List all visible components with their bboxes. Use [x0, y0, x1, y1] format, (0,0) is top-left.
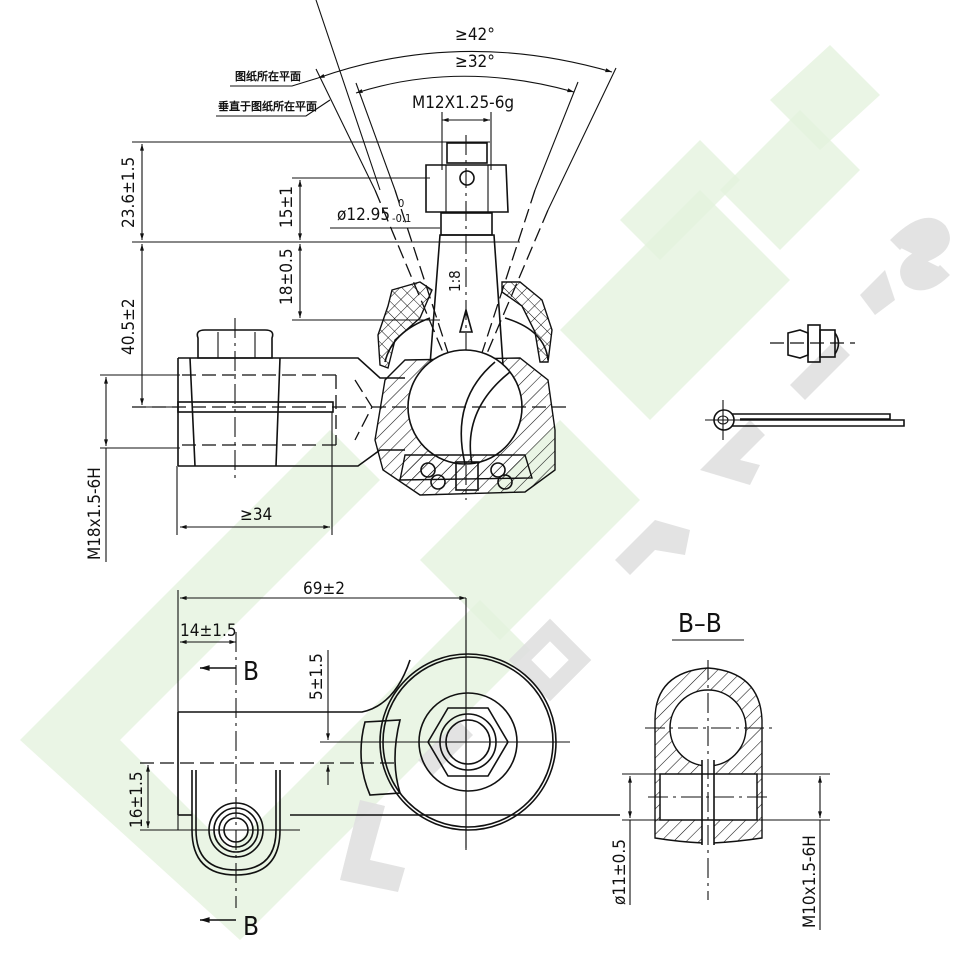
taper-label: 1:8 [446, 270, 464, 292]
plane-label-perpendicular: 垂直于图纸所在平面 [218, 99, 317, 113]
dim-69-label: 69±2 [303, 579, 345, 599]
stud-thread-label: M12X1.25-6g [412, 93, 514, 113]
dim-top-label: 23.6±1.5 [119, 157, 139, 228]
dim-34-label: ≥34 [240, 505, 272, 525]
angle-inner-label: ≥32° [455, 52, 495, 72]
dim-d11-label: ø11±0.5 [610, 839, 630, 905]
section-title: B–B [678, 609, 722, 639]
dim-40-label: 40.5±2 [119, 298, 139, 355]
dim-14-label: 14±1.5 [180, 621, 237, 641]
section-mark-top: B [243, 657, 259, 687]
dim-m10-label: M10x1.5-6H [800, 835, 820, 928]
top-view: 69±2 14±1.5 B B 16±1.5 5±1.5 [127, 579, 620, 942]
dim-16-label: 16±1.5 [127, 771, 147, 828]
angle-arc-outer [317, 50, 613, 79]
cotter-pin [705, 400, 905, 440]
dim-m18-label: M18x1.5-6H [85, 467, 105, 560]
angle-arc-inner [355, 75, 575, 94]
angle-outer-label: ≥42° [455, 25, 495, 45]
dim-18-label: 18±0.5 [277, 248, 297, 305]
watermark-letters [340, 218, 950, 892]
dim-5-label: 5±1.5 [307, 653, 327, 700]
stud-diameter-label: ø12.95 [337, 205, 390, 225]
dim-15-label: 15±1 [277, 186, 297, 228]
tol-lower: -0.1 [392, 212, 411, 225]
section-mark-bottom: B [243, 912, 259, 942]
grease-fitting [770, 324, 855, 363]
plane-label-drawing: 图纸所在平面 [235, 69, 301, 83]
section-b-b: B–B ø11±0.5 M10x1.5-6H [610, 609, 830, 930]
tol-upper: 0 [398, 197, 404, 210]
front-view: ≥42° ≥32° 图纸所在平面 垂直于图纸所在平面 M12X1.25-6g 1… [85, 0, 617, 562]
